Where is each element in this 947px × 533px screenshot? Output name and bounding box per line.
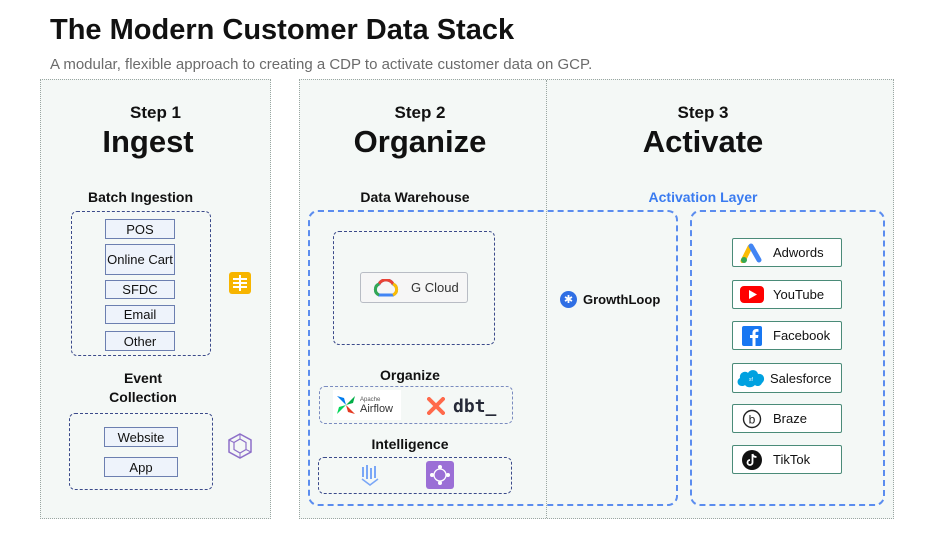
source-other: Other (105, 331, 175, 351)
source-website: Website (104, 427, 178, 447)
growthloop-icon: ✱ (560, 290, 577, 308)
event-collection-box (69, 413, 213, 490)
bigquery-ml-icon (360, 464, 380, 486)
svg-text:sf: sf (749, 377, 754, 383)
growthloop-logo: ✱ GrowthLoop (560, 290, 670, 308)
warehouse-region (308, 210, 678, 506)
dbt-icon (427, 397, 445, 415)
source-app: App (104, 457, 178, 477)
activation-region (690, 210, 885, 506)
organize-box (319, 386, 513, 424)
step3-label: Step 3 (677, 103, 729, 122)
dest-facebook: Facebook (732, 321, 842, 350)
dest-label: YouTube (773, 287, 825, 302)
braze-icon: b (739, 408, 765, 430)
dest-label: Braze (773, 411, 807, 426)
dest-youtube: YouTube (732, 280, 842, 309)
dest-adwords: Adwords (732, 238, 842, 267)
activation-layer-label: Activation Layer (648, 189, 758, 205)
dest-braze: b Braze (732, 404, 842, 433)
youtube-icon (739, 284, 765, 306)
dest-salesforce: sf Salesforce (732, 363, 842, 393)
google-cloud-icon (371, 278, 401, 297)
step1-label: Step 1 (129, 103, 182, 122)
adwords-icon (739, 242, 765, 264)
data-warehouse-label: Data Warehouse (360, 189, 470, 205)
gcloud-box (333, 231, 495, 345)
growthloop-label: GrowthLoop (583, 291, 661, 307)
intelligence-label: Intelligence (371, 436, 449, 452)
step-divider (546, 80, 547, 518)
vertex-ai-icon (426, 461, 454, 489)
data-connector-icon (229, 272, 251, 294)
airflow-small-label: Apache (360, 397, 381, 403)
gcloud-chip: G Cloud (360, 272, 468, 303)
step3-title: Activate (642, 124, 764, 159)
organize-label: Organize (380, 367, 440, 383)
page-title: The Modern Customer Data Stack (50, 14, 515, 46)
batch-ingestion-label: Batch Ingestion (87, 189, 193, 205)
hexagon-icon (227, 433, 253, 459)
event-collection-label: Event Collection (109, 370, 177, 405)
intelligence-box (318, 457, 512, 494)
batch-ingestion-box (71, 211, 211, 356)
salesforce-icon: sf (736, 367, 766, 389)
facebook-icon (739, 325, 765, 347)
airflow-logo: Apache Airflow (333, 390, 401, 420)
page-subtitle: A modular, flexible approach to creating… (50, 56, 593, 73)
dest-label: Adwords (773, 245, 824, 260)
source-sfdc: SFDC (105, 280, 175, 299)
airflow-label: Airflow (360, 403, 394, 415)
dest-tiktok: TikTok (732, 445, 842, 474)
source-email: Email (105, 305, 175, 324)
step2-title: Organize (353, 124, 487, 159)
dest-label: Facebook (773, 328, 831, 343)
dest-label: TikTok (773, 452, 811, 467)
dest-label: Salesforce (770, 370, 832, 386)
tiktok-icon (739, 449, 765, 471)
source-online-cart: Online Cart (105, 244, 175, 275)
svg-text:b: b (749, 412, 756, 426)
dbt-logo: dbt_ (427, 395, 497, 417)
step2-label: Step 2 (394, 103, 446, 122)
gcloud-label: G Cloud (411, 280, 459, 295)
step1-title: Ingest (102, 124, 194, 159)
airflow-icon (335, 394, 357, 416)
dbt-label: dbt_ (453, 395, 497, 417)
source-pos: POS (105, 219, 175, 239)
